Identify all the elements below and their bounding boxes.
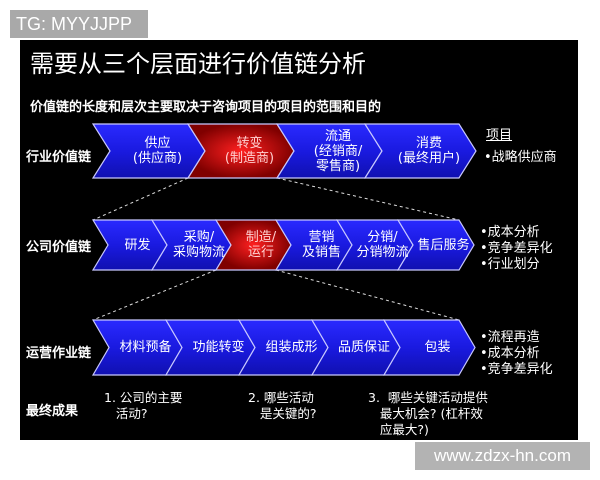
industry-segment-label: 消费 (最终用户) (397, 136, 461, 166)
slide-title: 需要从三个层面进行价值链分析 (30, 50, 366, 78)
outcome-label: 最终成果 (26, 404, 79, 419)
industry-side-0: •战略供应商 (484, 150, 557, 165)
operations-chain-label: 运营作业链 (26, 346, 92, 361)
industry-segment-label: 转变 (制造商) (224, 136, 275, 166)
company-segment-label: 制造/ 运行 (245, 230, 277, 260)
operations-segment-label: 品质保证 (337, 340, 390, 355)
operations-side-2: •竞争差异化 (480, 362, 553, 377)
company-segment-label: 研发 (124, 237, 151, 253)
industry-chain-label: 行业价值链 (26, 150, 92, 165)
company-side-2: •行业划分 (480, 257, 540, 272)
company-segment-shape (396, 219, 475, 271)
industry-segment-shape (363, 123, 477, 179)
operations-segment-label: 功能转变 (192, 340, 245, 355)
site-watermark: www.zdzx-hn.com (415, 442, 590, 470)
company-segment-label: 营销 及销售 (301, 230, 341, 260)
company-segment-label: 采购/ 采购物流 (172, 230, 225, 260)
company-side-1: •竞争差异化 (480, 241, 553, 256)
outcome-item-2: 2. 哪些活动 是关键的? (248, 390, 317, 421)
outcome-item-1: 1. 公司的主要 活动? (104, 390, 183, 421)
operations-segment-shape (382, 319, 476, 376)
zoom-dashed-line (276, 177, 460, 221)
company-side-0: •成本分析 (480, 225, 540, 240)
industry-segment-label: 供应 (供应商) (132, 136, 183, 166)
outcome-item-3: 3. 哪些关键活动提供 最大机会? (杠杆效 应最大?) (368, 390, 488, 437)
operations-side-0: •流程再造 (480, 330, 540, 345)
operations-segment-label: 组装成形 (265, 340, 318, 355)
tg-watermark: TG: MYYJJPP (10, 10, 148, 38)
industry-side-title: 项目 (486, 128, 513, 143)
company-segment-label: 分销/ 分销物流 (356, 230, 409, 260)
zoom-dashed-line (275, 269, 460, 321)
operations-side-1: •成本分析 (480, 346, 540, 361)
operations-side-list: •流程再造 •成本分析 •竞争差异化 (480, 330, 553, 378)
industry-segment-label: 流通 (经销商/ 零售商) (313, 128, 363, 174)
zoom-dashed-line (92, 269, 217, 321)
company-side-list: •成本分析 •竞争差异化 •行业划分 (480, 225, 553, 273)
operations-segment-label: 包装 (424, 340, 451, 355)
operations-segment-label: 材料预备 (119, 340, 172, 355)
company-chain-label: 公司价值链 (26, 240, 92, 255)
company-segment-label: 售后服务 (417, 237, 470, 253)
zoom-dashed-line (92, 177, 189, 221)
slide-subtitle: 价值链的长度和层次主要取决于咨询项目的项目的范围和目的 (30, 100, 382, 115)
